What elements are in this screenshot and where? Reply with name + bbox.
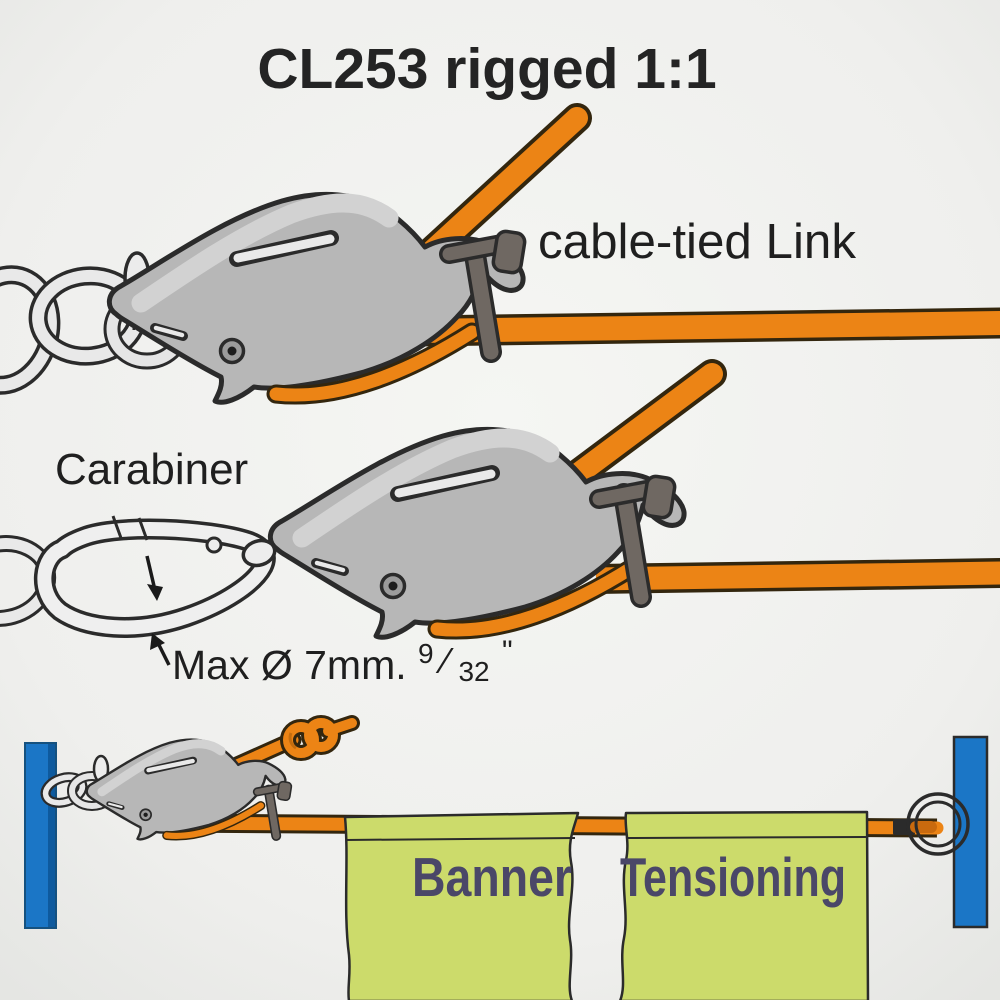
knot-tail xyxy=(323,718,357,736)
banner-left-hem-line xyxy=(345,837,576,841)
mounting-ring-outer xyxy=(906,792,970,856)
banner-right-panel xyxy=(619,810,870,1000)
banner-left-panel xyxy=(343,811,580,1000)
scene-bottom: Banner Tensioning xyxy=(24,715,989,1000)
scene-middle: Carabiner Max Ø 7mm. 9 ⁄ 32 " xyxy=(0,359,1000,690)
arrow-up-icon xyxy=(156,642,171,666)
rope-tail xyxy=(559,363,723,491)
carabiner-gate-rivet xyxy=(205,536,223,554)
fraction-denominator: 32 xyxy=(458,656,489,687)
chain-link-icon xyxy=(42,774,86,806)
rope-main xyxy=(417,311,1000,343)
arrow-down-head xyxy=(147,584,163,601)
chain-and-carabiner xyxy=(0,515,276,638)
mounting-ring-inner xyxy=(914,800,962,848)
label-max-diameter: Max Ø 7mm. 9 ⁄ 32 " xyxy=(172,626,513,690)
scene-top: cable-tied Link xyxy=(0,103,1000,402)
rope-tail xyxy=(419,107,588,264)
post-left-shade xyxy=(48,744,55,927)
fraction-numerator: 9 xyxy=(418,638,434,669)
max-diameter-prefix: Max Ø 7mm. xyxy=(172,642,407,688)
banner-right-text: Tensioning xyxy=(620,846,846,908)
figure8-knot-loop xyxy=(304,718,338,752)
annotation-arrows xyxy=(145,555,171,666)
carabiner-gate-tick xyxy=(111,515,123,539)
banner-left-text: Banner xyxy=(412,846,572,908)
banner: Banner Tensioning xyxy=(343,810,870,1000)
label-carabiner: Carabiner xyxy=(55,445,248,494)
inch-mark: " xyxy=(502,635,513,668)
carabiner-gate-tick xyxy=(137,517,149,541)
rope-main xyxy=(595,561,1000,591)
carabiner-body-inner xyxy=(37,522,273,635)
label-cable-tied-link: cable-tied Link xyxy=(538,215,856,269)
arrow-down-icon xyxy=(145,555,156,587)
page-title: CL253 rigged 1:1 xyxy=(257,37,716,101)
knot-shade xyxy=(288,732,297,750)
cleat-nose-eye xyxy=(241,538,277,568)
arrow-up-head xyxy=(150,633,165,650)
banner-right-hem-line xyxy=(625,836,867,839)
